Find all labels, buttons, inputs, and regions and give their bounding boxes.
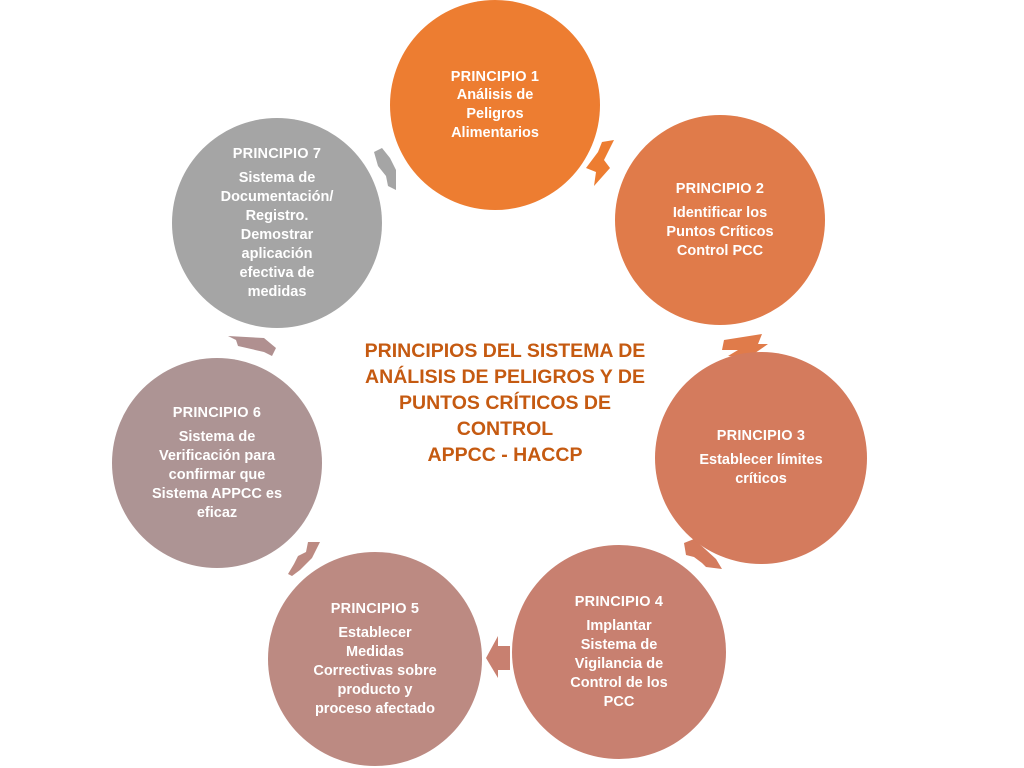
principle-7-description: Sistema de Documentación/ Registro. Demo… (220, 169, 334, 300)
arrow-p1-to-p2-icon (586, 140, 614, 186)
arrow-p5-to-p6-icon (288, 542, 320, 576)
principle-1-description: Análisis de Peligros Alimentarios (451, 86, 539, 141)
principle-2-title: PRINCIPIO 2 (675, 180, 765, 197)
principle-1-title: PRINCIPIO 1 (450, 68, 540, 85)
principle-6-title: PRINCIPIO 6 (172, 404, 262, 421)
principle-6-circle: PRINCIPIO 6 Sistema de Verificación para… (112, 358, 322, 568)
diagram-center-title: PRINCIPIOS DEL SISTEMA DE ANÁLISIS DE PE… (364, 340, 646, 466)
arrow-p7-to-p1-icon (374, 148, 396, 190)
principle-3-description: Establecer límites críticos (699, 452, 823, 487)
principle-6-description: Sistema de Verificación para confirmar q… (151, 428, 283, 521)
principle-5-title: PRINCIPIO 5 (330, 600, 420, 617)
principle-7-circle: PRINCIPIO 7 Sistema de Documentación/ Re… (172, 118, 382, 328)
principle-4-title: PRINCIPIO 4 (574, 593, 664, 610)
principle-4-description: Implantar Sistema de Vigilancia de Contr… (570, 617, 668, 710)
principle-2-description: Identificar los Puntos Críticos Control … (666, 204, 774, 259)
arrow-p3-to-p4-icon (684, 539, 722, 569)
principle-5-circle: PRINCIPIO 5 Establecer Medidas Correctiv… (268, 552, 482, 766)
principle-1-circle: PRINCIPIO 1 Análisis de Peligros Aliment… (390, 0, 600, 210)
principle-7-title: PRINCIPIO 7 (232, 145, 322, 162)
principle-3-circle: PRINCIPIO 3 Establecer límites críticos (655, 352, 867, 564)
principle-3-title: PRINCIPIO 3 (716, 428, 806, 444)
principle-4-circle: PRINCIPIO 4 Implantar Sistema de Vigilan… (512, 545, 726, 759)
principle-5-description: Establecer Medidas Correctivas sobre pro… (313, 624, 437, 717)
principle-2-circle: PRINCIPIO 2 Identificar los Puntos Críti… (615, 115, 825, 325)
arrow-p6-to-p7-icon (228, 336, 276, 356)
arrow-p4-to-p5-icon (486, 636, 510, 678)
